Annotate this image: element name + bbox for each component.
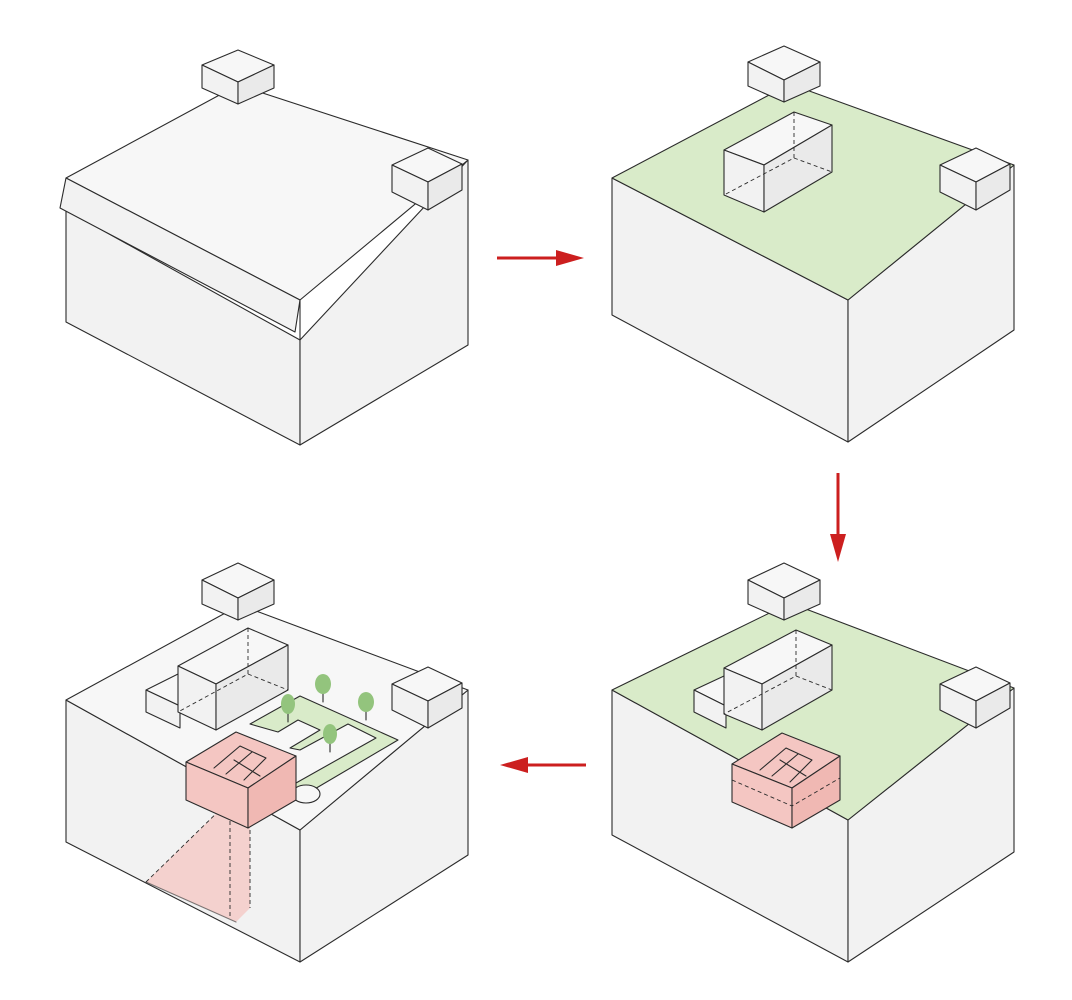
tree bbox=[323, 724, 337, 753]
step-4-roof-garden bbox=[65, 562, 469, 963]
trees bbox=[281, 674, 374, 753]
chimney bbox=[939, 147, 1011, 211]
chimney bbox=[747, 45, 821, 103]
roof-garden bbox=[249, 695, 399, 801]
arrow-down bbox=[830, 473, 846, 562]
entrance-pavilion bbox=[185, 731, 297, 829]
green-roof bbox=[611, 83, 1015, 301]
arrow-right bbox=[497, 250, 584, 266]
roof-volume bbox=[723, 111, 833, 213]
chimney bbox=[201, 562, 275, 621]
arrows bbox=[497, 250, 846, 773]
block-right-face bbox=[299, 159, 469, 446]
entrance-pavilion bbox=[731, 732, 841, 829]
roof-volume bbox=[693, 629, 833, 731]
step-2-green-roof bbox=[611, 45, 1015, 443]
step-3-entrance-pavilion bbox=[611, 562, 1015, 963]
chimney bbox=[391, 147, 463, 211]
tree bbox=[315, 674, 331, 703]
step-1-original-building bbox=[59, 49, 469, 446]
chimney bbox=[747, 562, 821, 621]
chimney bbox=[391, 666, 463, 729]
light-shaft bbox=[145, 799, 251, 923]
tree bbox=[358, 692, 374, 721]
roof-volume bbox=[145, 627, 289, 731]
chimney bbox=[939, 666, 1011, 729]
arrow-left bbox=[500, 757, 586, 773]
chimney bbox=[201, 49, 275, 105]
tree bbox=[281, 694, 295, 723]
